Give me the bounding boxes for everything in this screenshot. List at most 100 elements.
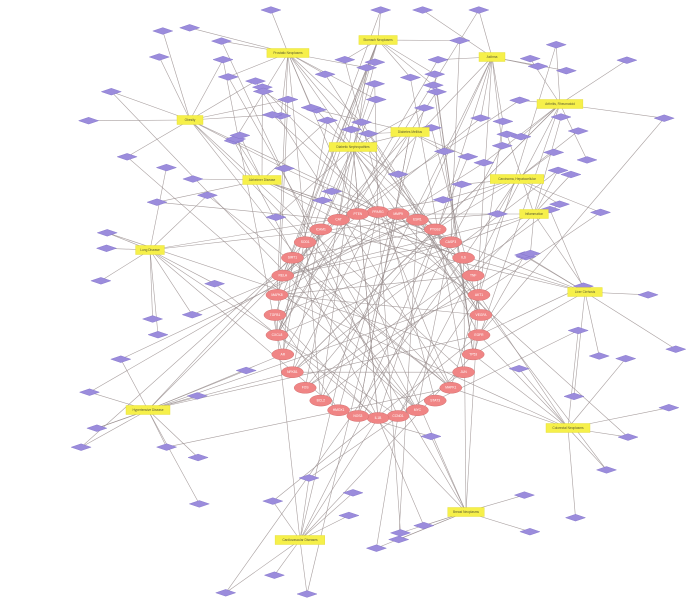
edge-gene-to-gene — [276, 294, 482, 316]
edge-term-to-disease — [491, 56, 504, 122]
gene-label: IL1B — [375, 416, 383, 420]
term-node — [90, 277, 112, 285]
edge-disease-to-gene — [287, 52, 436, 230]
gene-label: NOS3 — [353, 414, 362, 418]
edge-term-to-gene — [305, 203, 560, 389]
term-node — [527, 62, 549, 70]
term-node — [277, 95, 299, 104]
edge-disease-to-gene — [304, 242, 467, 513]
term-node — [155, 163, 178, 172]
term-diamond — [513, 491, 536, 499]
gene-node: HMOX1 — [327, 404, 350, 416]
term-diamond — [413, 104, 436, 112]
disease-label: Prostatic Neoplasms — [273, 51, 303, 55]
term-node — [545, 41, 567, 49]
gene-node: TGFB1 — [263, 309, 287, 321]
gene-label: ICAM1 — [316, 227, 326, 231]
term-diamond — [543, 148, 565, 157]
term-node — [364, 58, 386, 66]
term-diamond — [261, 111, 283, 119]
term-diamond — [187, 453, 209, 462]
gene-label: STAT3 — [430, 398, 440, 402]
term-diamond — [364, 58, 386, 66]
edge-disease-to-gene — [276, 52, 289, 295]
term-diamond — [595, 466, 618, 474]
term-diamond — [457, 153, 479, 161]
term-node — [110, 355, 132, 363]
term-diamond — [321, 187, 343, 196]
disease-label: Obesity — [185, 118, 196, 122]
term-node — [314, 70, 336, 78]
term-node — [95, 244, 118, 252]
edge-term-to-disease — [530, 213, 535, 254]
term-diamond — [217, 73, 239, 81]
edge-disease-to-gene — [472, 56, 493, 355]
term-diamond — [564, 514, 587, 522]
term-diamond — [364, 80, 386, 88]
edge-term-to-gene — [233, 140, 379, 419]
term-node — [473, 159, 495, 167]
edge-term-to-gene — [255, 80, 452, 388]
edge-term-to-gene — [126, 156, 418, 411]
term-node — [413, 104, 436, 112]
gene-ellipse — [293, 382, 317, 394]
edge-disease-to-gene — [299, 417, 379, 541]
edge-term-to-disease — [518, 368, 569, 429]
term-diamond — [110, 355, 132, 363]
disease-node: Alzheimer Disease — [242, 175, 282, 185]
term-diamond — [152, 27, 174, 35]
term-node — [513, 491, 536, 499]
term-diamond — [277, 95, 299, 104]
term-node — [186, 392, 208, 400]
edge-term-to-disease — [567, 358, 626, 429]
term-node — [470, 114, 492, 122]
gene-ellipse — [293, 236, 317, 248]
disease-box — [390, 127, 430, 137]
edge-term-to-disease — [189, 59, 224, 121]
edge-term-to-gene — [417, 213, 498, 221]
edge-term-to-disease — [555, 44, 561, 105]
term-diamond — [212, 55, 234, 64]
gene-label: CCND1 — [392, 414, 404, 418]
edge-term-to-disease — [520, 103, 561, 137]
edge-disease-to-gene — [276, 294, 569, 429]
edge-term-to-disease — [516, 130, 579, 180]
term-diamond — [338, 511, 360, 520]
term-diamond — [653, 114, 675, 122]
gene-node: STAT3 — [423, 394, 447, 407]
gene-node: CAT — [327, 214, 350, 226]
gene-node: ESR1 — [406, 214, 429, 226]
term-diamond — [196, 191, 219, 199]
term-node — [413, 521, 435, 530]
gene-node: MAPK1 — [439, 382, 463, 394]
gene-label: IL6 — [461, 256, 466, 260]
edge-term-to-disease — [377, 39, 434, 86]
term-diamond — [357, 129, 380, 138]
term-diamond — [422, 81, 444, 89]
term-diamond — [365, 544, 388, 552]
term-diamond — [298, 474, 320, 482]
edge-disease-to-gene — [472, 213, 535, 276]
term-diamond — [616, 56, 638, 64]
edge-term-to-gene — [417, 184, 462, 411]
edge-term-to-disease — [483, 103, 561, 163]
disease-node: Carcinoma, Hepatocellular — [490, 174, 544, 184]
disease-box — [125, 405, 171, 415]
term-diamond — [350, 118, 373, 126]
term-diamond — [342, 489, 364, 497]
term-node — [567, 127, 589, 135]
term-node — [365, 544, 388, 552]
edge-term-to-disease — [100, 249, 151, 282]
term-node — [210, 37, 233, 45]
term-diamond — [527, 62, 549, 70]
gene-node: NFKB1 — [281, 366, 304, 378]
edge-term-to-disease — [567, 330, 579, 429]
term-node — [508, 365, 530, 373]
edge-gene-to-gene — [292, 229, 436, 259]
term-diamond — [181, 311, 203, 319]
edge-term-to-gene — [433, 85, 474, 355]
term-node — [449, 36, 471, 45]
edge-disease-to-gene — [299, 354, 474, 541]
edge-term-to-disease — [430, 436, 467, 513]
